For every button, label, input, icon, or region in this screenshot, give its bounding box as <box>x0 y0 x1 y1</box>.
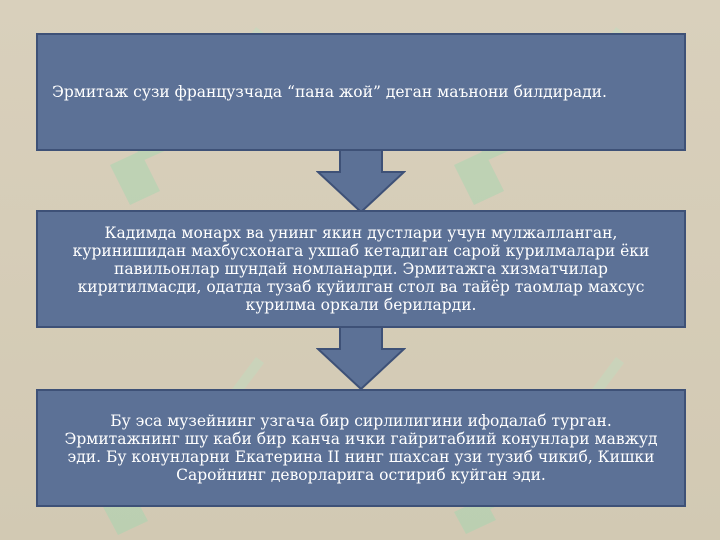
down-arrow-icon <box>316 327 406 391</box>
diagram-step-3: Бу эса музейнинг узгача бир сирлилигини … <box>36 389 686 507</box>
diagram-step-1: Эрмитаж сузи французчада “пана жой” дега… <box>36 33 686 151</box>
diagram-step-3-text: Бу эса музейнинг узгача бир сирлилигини … <box>64 412 658 484</box>
diagram-step-2-text: Кадимда монарх ва унинг якин дустлари уч… <box>72 224 650 314</box>
down-arrow-icon <box>316 150 406 214</box>
diagram-step-2: Кадимда монарх ва унинг якин дустлари уч… <box>36 210 686 328</box>
diagram-step-1-text: Эрмитаж сузи французчада “пана жой” дега… <box>52 83 607 101</box>
